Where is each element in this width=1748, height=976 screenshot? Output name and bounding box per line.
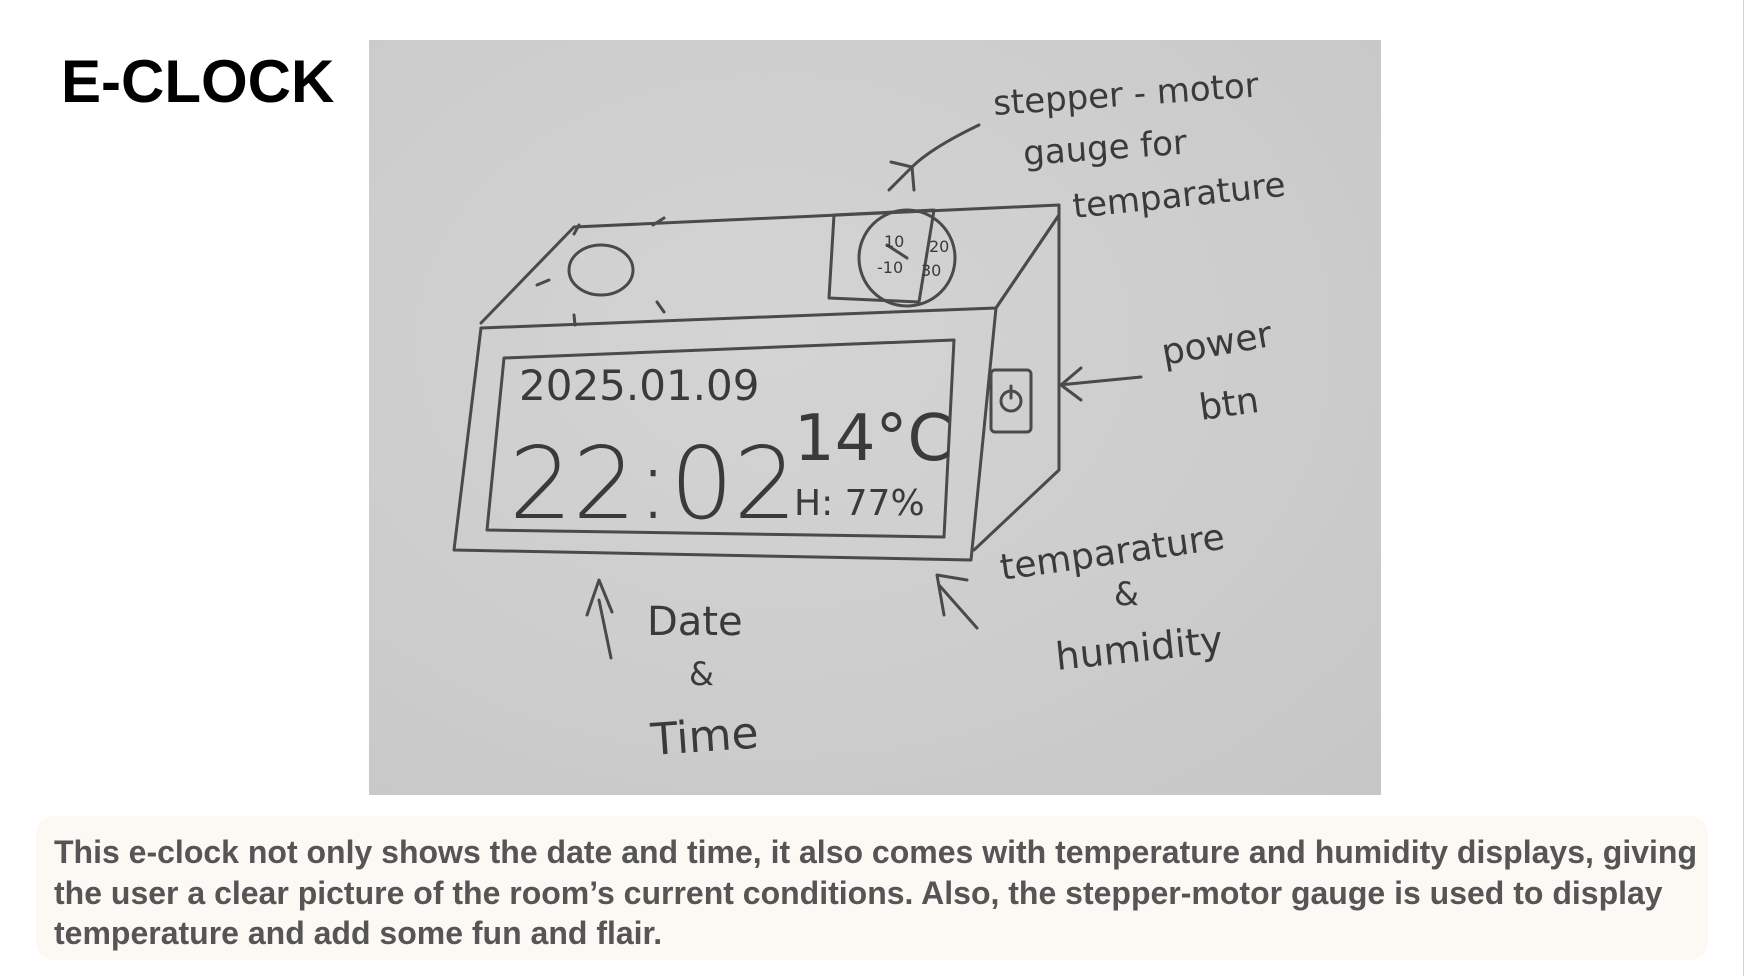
temp-arrow bbox=[937, 583, 979, 630]
gauge-arrow bbox=[910, 123, 981, 169]
annotation-temp-line1: temparature bbox=[998, 517, 1228, 589]
power-arrow bbox=[1057, 375, 1143, 387]
clock-top-face bbox=[479, 203, 1061, 330]
annotation-power-line2: btn bbox=[1197, 380, 1262, 429]
sun-doodle bbox=[567, 243, 635, 297]
gauge-tick: 20 bbox=[929, 237, 949, 256]
annotation-temp-line3: humidity bbox=[1053, 618, 1224, 679]
display-temperature: 14°C bbox=[794, 402, 952, 476]
annotation-date-line1: Date bbox=[647, 599, 743, 645]
annotation-temp-line2: & bbox=[1114, 575, 1139, 613]
annotation-gauge-line3: temparature bbox=[1071, 165, 1288, 227]
date-arrow bbox=[597, 598, 613, 660]
power-button-drawing bbox=[989, 368, 1033, 434]
display-humidity: H: 77% bbox=[794, 483, 925, 524]
gauge-frame bbox=[827, 208, 936, 304]
display-time: 22:02 bbox=[509, 425, 797, 542]
clock-side-face bbox=[972, 213, 1061, 552]
annotation-date-line2: & bbox=[689, 655, 714, 693]
clock-sketch-drawing: 2025.01.09 22:02 14°C H: 77% 10 20 -10 3… bbox=[452, 66, 1288, 766]
annotation-gauge-line1: stepper - motor bbox=[992, 66, 1260, 124]
description-text: This e-clock not only shows the date and… bbox=[54, 834, 1697, 951]
clock-front-face bbox=[452, 306, 998, 562]
description-box bbox=[36, 816, 1708, 960]
gauge-tick: -10 bbox=[877, 258, 903, 277]
gauge-dial bbox=[857, 208, 957, 308]
slide-title: E-CLOCK bbox=[61, 48, 335, 115]
gauge-tick: 30 bbox=[921, 261, 941, 280]
annotation-power-line1: power bbox=[1158, 314, 1275, 374]
display-date: 2025.01.09 bbox=[519, 361, 759, 410]
slide-edge-rule bbox=[1743, 0, 1744, 976]
sketch-photo: 2025.01.09 22:02 14°C H: 77% 10 20 -10 3… bbox=[369, 40, 1381, 795]
gauge-tick: 10 bbox=[884, 232, 904, 251]
annotation-gauge-line2: gauge for bbox=[1022, 123, 1188, 174]
annotation-date-line3: Time bbox=[648, 708, 760, 766]
display-screen-outline bbox=[485, 338, 956, 539]
